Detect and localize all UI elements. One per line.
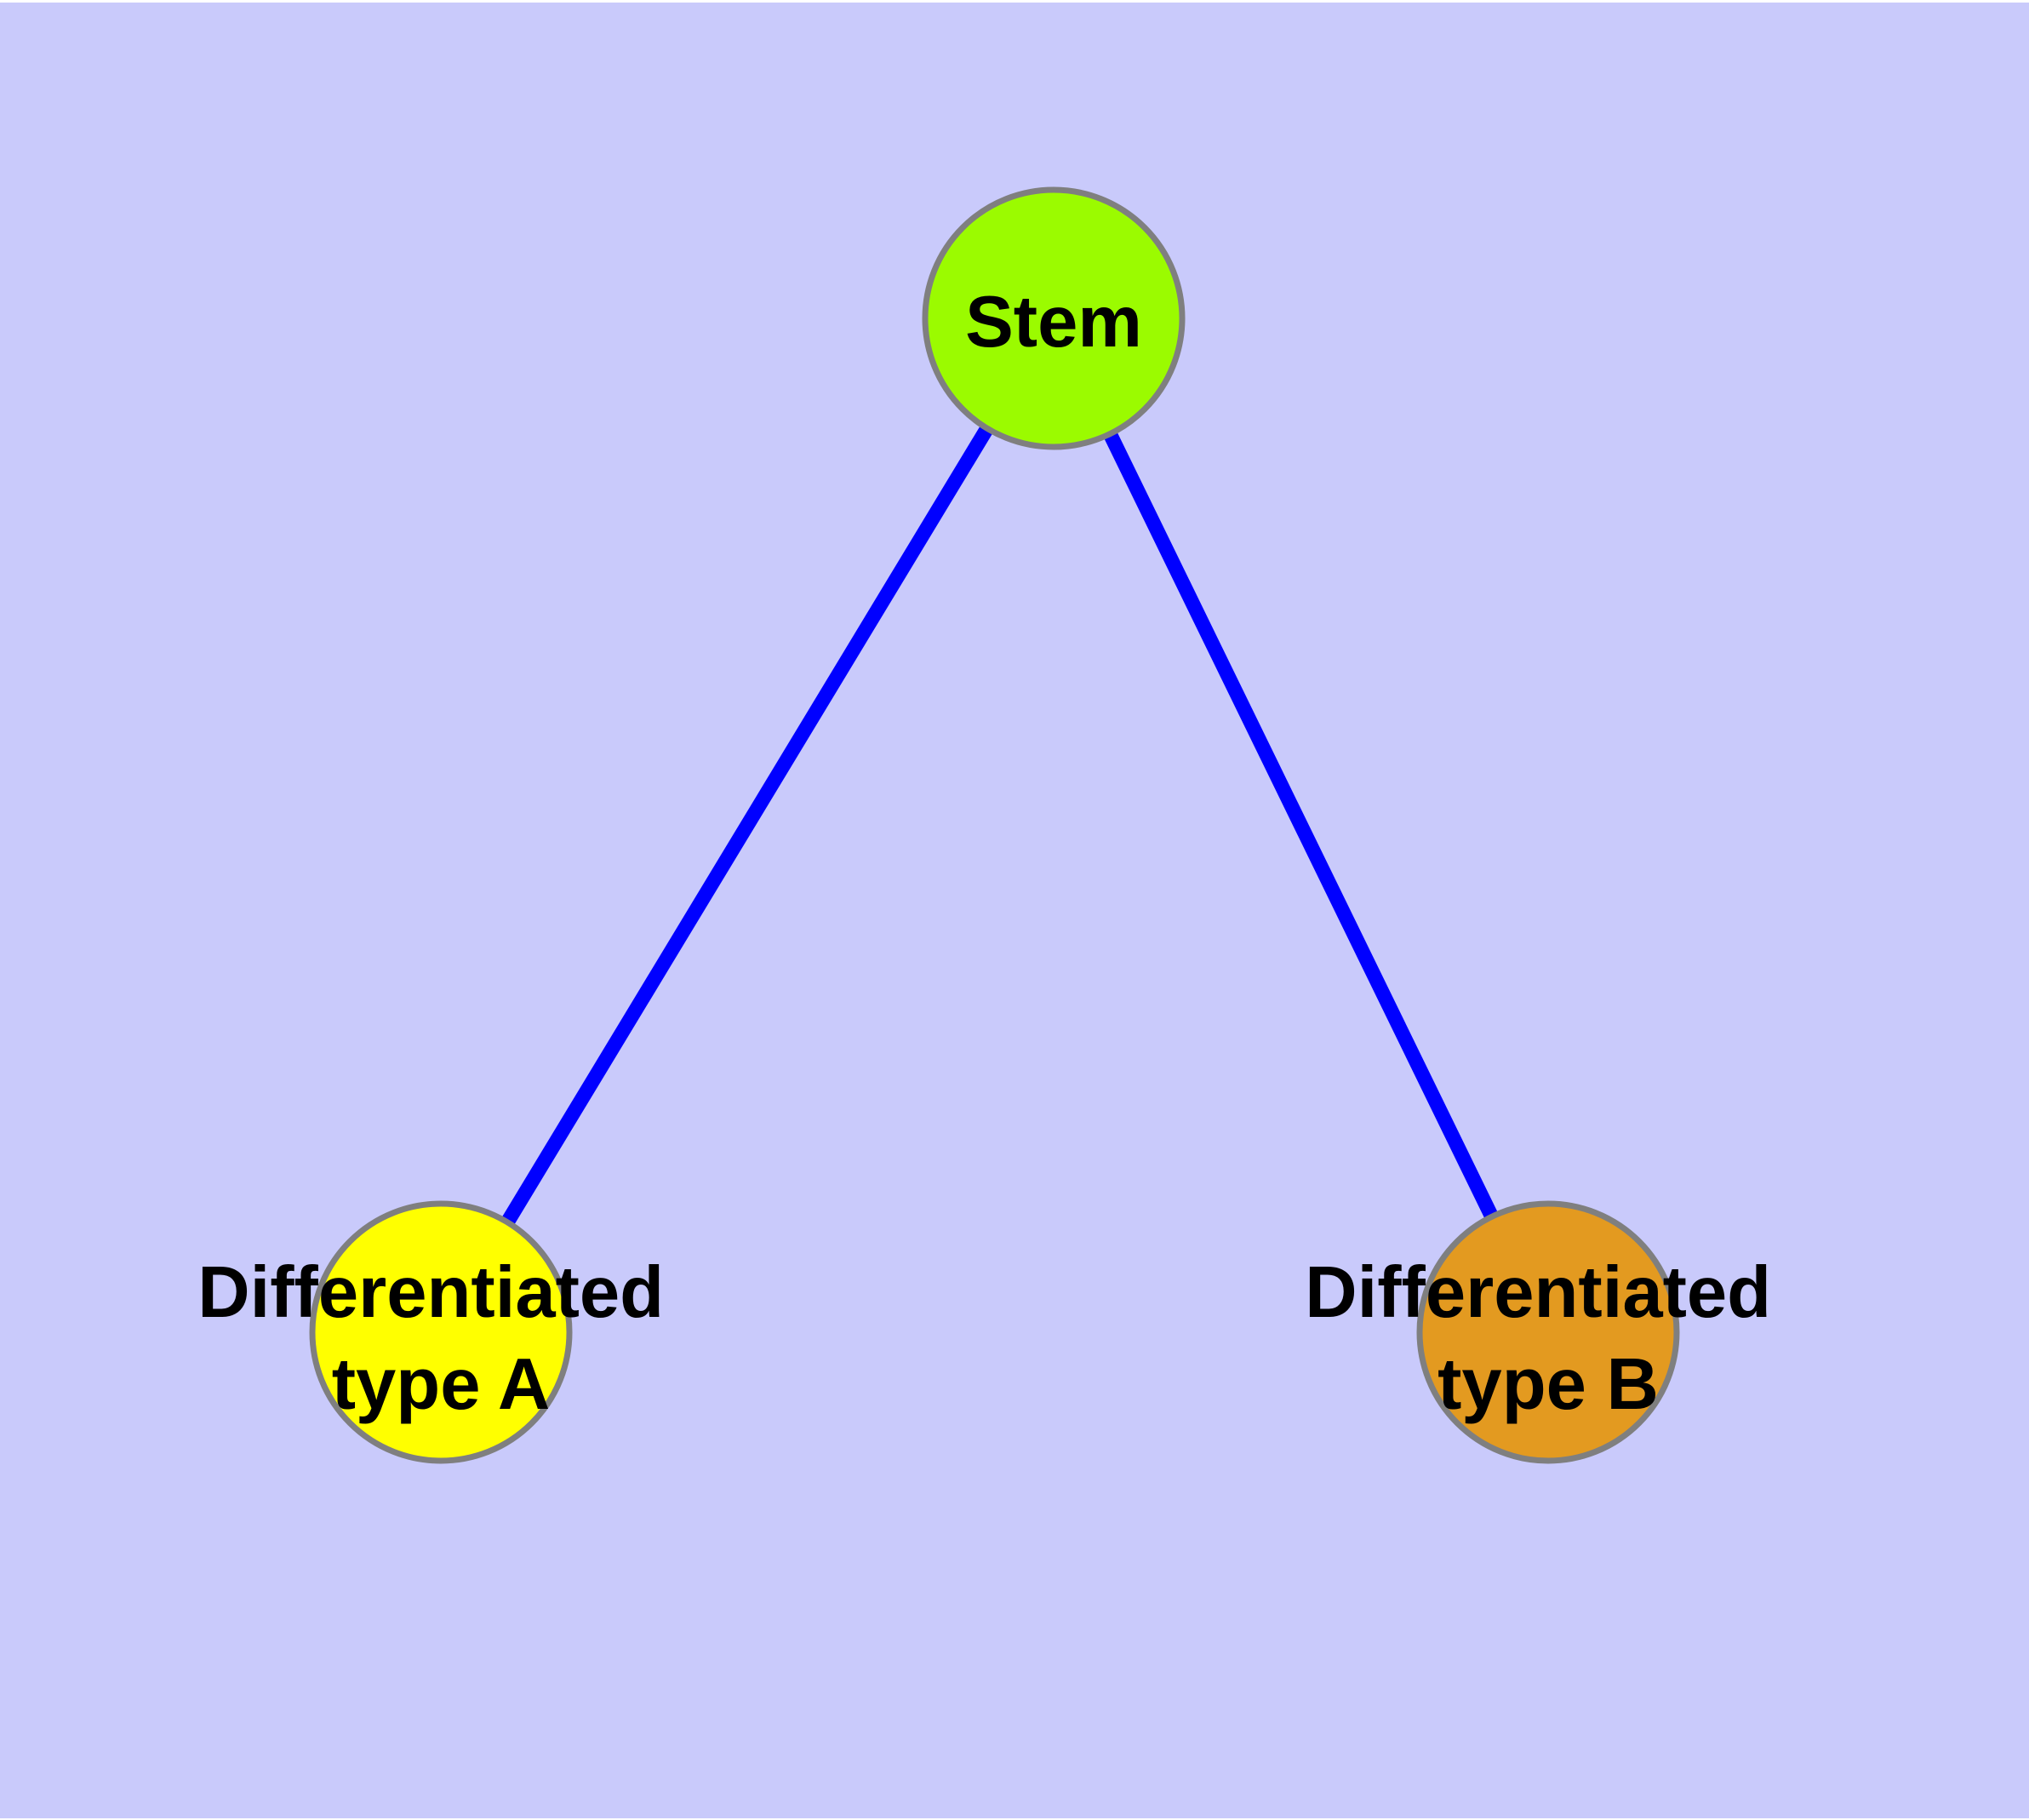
node-differentiated-type-a-label-line2: type A (332, 1344, 551, 1425)
edge-stem-to-type-b (1047, 315, 1555, 1336)
node-differentiated-type-b-label-line2: type B (1437, 1344, 1659, 1425)
node-differentiated-type-a-label: Differentiated type A (197, 1252, 683, 1425)
node-differentiated-type-a: Differentiated type A (197, 1200, 683, 1464)
node-stem-label-line1: Stem (965, 282, 1142, 363)
node-differentiated-type-b-label: Differentiated type B (1305, 1252, 1791, 1425)
node-differentiated-type-b-label-line1: Differentiated (1305, 1252, 1771, 1333)
node-differentiated-type-a-label-line1: Differentiated (197, 1252, 664, 1333)
node-stem-circle (922, 186, 1186, 450)
edge-stem-to-type-a (434, 314, 1060, 1336)
node-differentiated-type-b: Differentiated type B (1305, 1200, 1791, 1464)
node-differentiated-type-b-circle (1416, 1200, 1680, 1464)
node-differentiated-type-a-circle (309, 1200, 573, 1464)
node-stem-label: Stem (965, 282, 1142, 363)
node-stem: Stem (922, 186, 1186, 450)
